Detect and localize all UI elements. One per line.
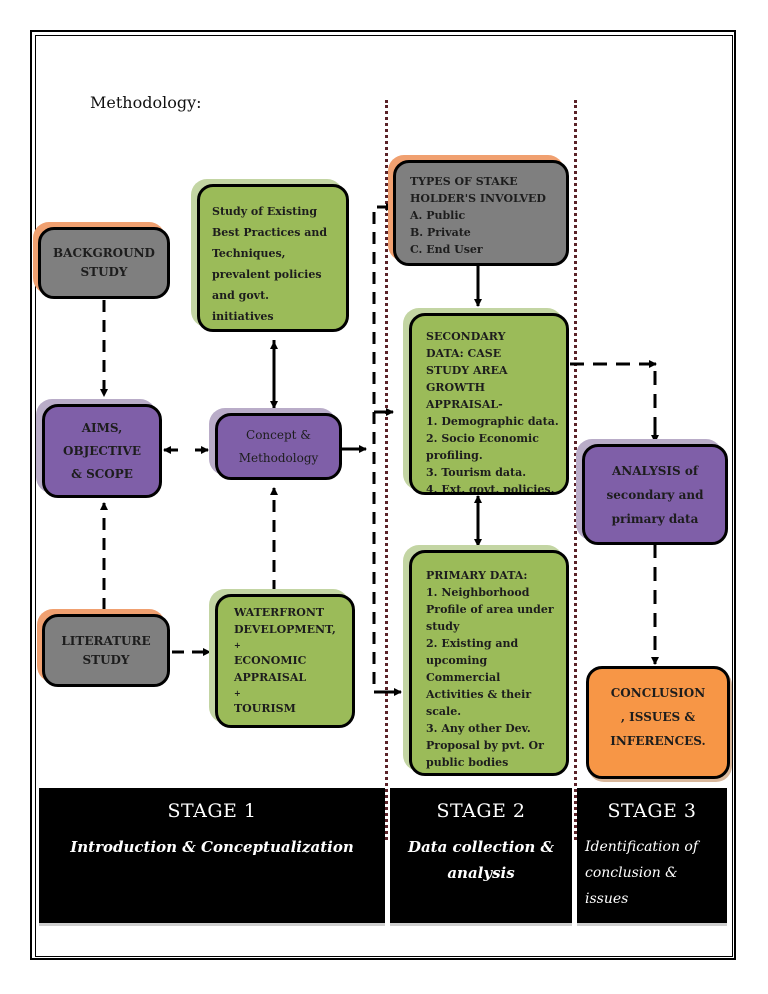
box-line: Activities & their [426, 688, 532, 701]
box-line: C. End User [410, 243, 483, 256]
box-aims-objective-scope: AIMS, OBJECTIVE & SCOPE [42, 404, 162, 498]
page-title: Methodology: [90, 93, 202, 112]
box-secondary-data: SECONDARY DATA: CASE STUDY AREA GROWTH A… [409, 313, 569, 495]
box-line: public bodies [426, 756, 509, 769]
stage-subtitle-line: analysis [447, 864, 515, 882]
box-line: Best Practices and [212, 226, 328, 239]
box-line: 3. Tourism data. [426, 466, 527, 479]
box-line: GROWTH [426, 381, 486, 394]
stage-subtitle-line: conclusion & [585, 865, 678, 881]
box-line: primary data [611, 511, 699, 526]
box-line: SECONDARY [426, 330, 506, 343]
box-line: ANALYSIS of [611, 463, 699, 478]
box-line: PRIMARY DATA: [426, 569, 528, 582]
box-line: B. Private [410, 226, 471, 239]
box-line: BACKGROUND [53, 246, 155, 260]
box-line: APPRAISAL- [426, 398, 503, 411]
stage-2-title: STAGE 2 [436, 800, 526, 822]
stage-subtitle-line: issues [585, 891, 629, 907]
box-line: AIMS, [81, 420, 123, 435]
box-line: prevalent policies [212, 268, 322, 281]
box-line: secondary and [606, 487, 704, 502]
box-background-study: BACKGROUND STUDY [38, 227, 170, 299]
stage-divider-1 [385, 100, 388, 840]
box-line: CONCLUSION [610, 685, 706, 700]
box-line: WATERFRONT [234, 606, 325, 619]
box-line: initiatives [212, 310, 274, 323]
box-line: LITERATURE [61, 633, 151, 648]
box-primary-data: PRIMARY DATA: 1. Neighborhood Profile of… [409, 550, 569, 776]
stage-2-panel: STAGE 2 Data collection & analysis [390, 788, 572, 923]
box-line: + [234, 640, 241, 650]
box-concept-methodology: Concept & Methodology [215, 413, 342, 480]
box-line: DEVELOPMENT, [234, 623, 336, 636]
stage-1-panel: STAGE 1 Introduction & Conceptualization [39, 788, 385, 923]
inner-frame [35, 35, 733, 957]
box-line: TYPES OF STAKE [410, 175, 518, 188]
box-line: Techniques, [212, 247, 286, 260]
stage-subtitle-line: Introduction & Conceptualization [70, 838, 354, 856]
box-line: INFERENCES. [610, 733, 706, 748]
stage-1-title: STAGE 1 [167, 800, 257, 822]
box-line: and govt. [212, 289, 269, 302]
box-literature-study: LITERATURE STUDY [42, 614, 170, 687]
box-line: STUDY [80, 265, 128, 279]
outer-frame [30, 30, 736, 960]
box-line: 1. Neighborhood [426, 586, 530, 599]
box-line: Concept & [246, 427, 311, 442]
box-line: Commercial [426, 671, 501, 684]
stage-1-subtitle: Introduction & Conceptualization [39, 834, 385, 860]
box-line: 3. Any other Dev. [426, 722, 531, 735]
box-line: TOURISM [234, 702, 296, 715]
box-line: profiling. [426, 449, 483, 462]
stage-subtitle-line: Identification of [585, 839, 699, 855]
box-line: & SCOPE [71, 466, 133, 481]
box-line: 1. Demographic data. [426, 415, 559, 428]
box-line: STUDY [82, 652, 130, 667]
box-line: 2. Existing and [426, 637, 519, 650]
box-line: + [234, 688, 241, 698]
stage-3-title: STAGE 3 [607, 800, 697, 822]
box-line: upcoming [426, 654, 488, 667]
box-line: APPRAISAL [234, 671, 307, 684]
box-line: scale. [426, 705, 462, 718]
box-line: Methodology [238, 450, 319, 465]
box-analysis: ANALYSIS of secondary and primary data [582, 444, 728, 545]
box-line: Profile of area under [426, 603, 554, 616]
box-line: Proposal by pvt. Or [426, 739, 544, 752]
box-line: 4. Ext. govt. policies. [426, 483, 555, 495]
box-line: A. Public [410, 209, 466, 222]
box-line: STUDY AREA [426, 364, 508, 377]
stage-divider-2 [574, 100, 577, 840]
box-line: OBJECTIVE [63, 443, 141, 458]
box-line: ECONOMIC [234, 654, 307, 667]
box-line: DATA: CASE [426, 347, 502, 360]
box-line: study [426, 620, 460, 633]
box-waterfront-development: WATERFRONT DEVELOPMENT, + ECONOMIC APPRA… [215, 594, 355, 728]
stage-subtitle-line: Data collection & [407, 838, 555, 856]
box-best-practices: Study of Existing Best Practices and Tec… [197, 184, 349, 332]
box-line: 2. Socio Economic [426, 432, 539, 445]
box-line: Study of Existing [212, 205, 318, 218]
stage-3-subtitle: Identification of conclusion & issues [577, 834, 727, 912]
box-line: HOLDER'S INVOLVED [410, 192, 546, 205]
box-stakeholders: TYPES OF STAKE HOLDER'S INVOLVED A. Publ… [393, 160, 569, 266]
stage-3-panel: STAGE 3 Identification of conclusion & i… [577, 788, 727, 923]
box-conclusion: CONCLUSION , ISSUES & INFERENCES. [586, 666, 730, 779]
box-line: , ISSUES & [620, 709, 696, 724]
stage-2-subtitle: Data collection & analysis [390, 834, 572, 886]
